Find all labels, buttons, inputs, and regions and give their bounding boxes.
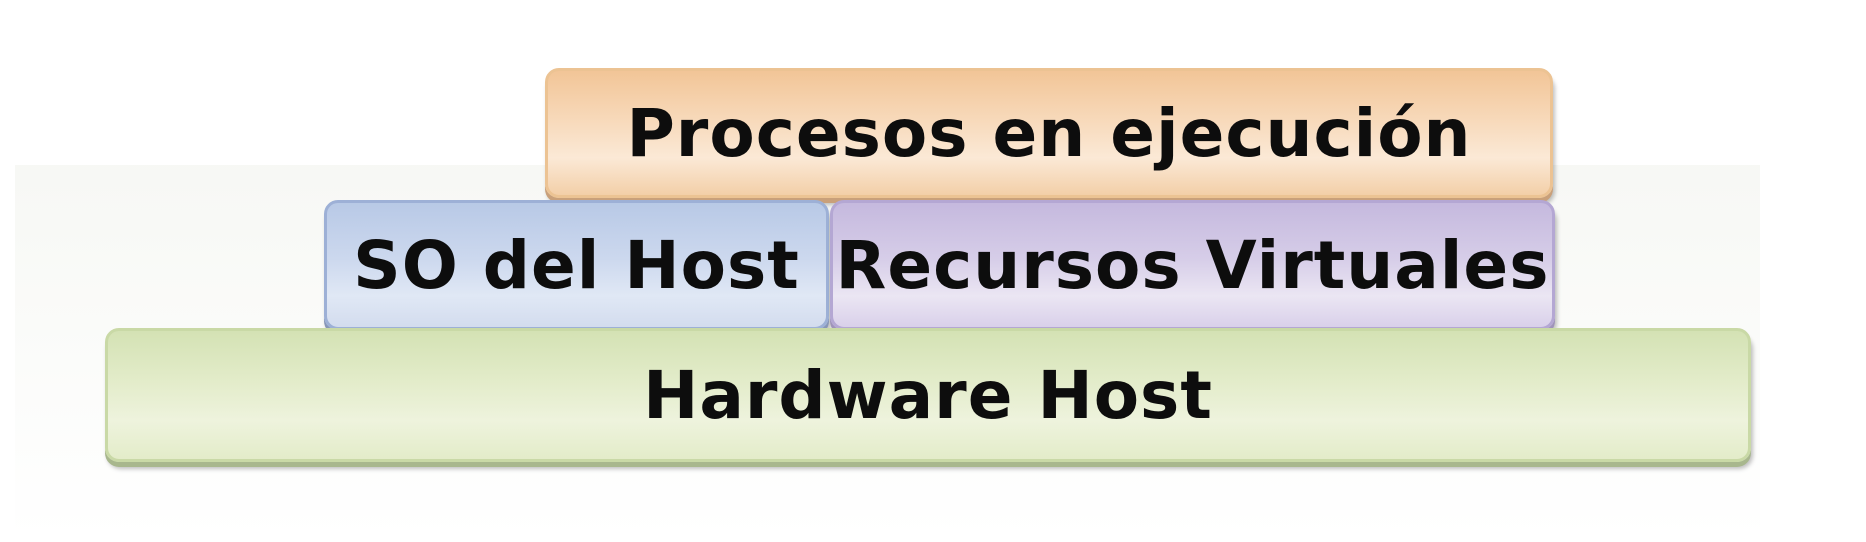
running-processes-layer: Procesos en ejecución [545,68,1553,198]
hardware-host-layer: Hardware Host [105,328,1751,462]
virtual-resources-layer: Recursos Virtuales [830,200,1555,330]
hardware-host-label: Hardware Host [643,356,1213,434]
host-os-label: SO del Host [353,226,800,304]
virtual-resources-label: Recursos Virtuales [835,226,1550,304]
running-processes-label: Procesos en ejecución [626,94,1472,172]
host-os-layer: SO del Host [324,200,829,330]
